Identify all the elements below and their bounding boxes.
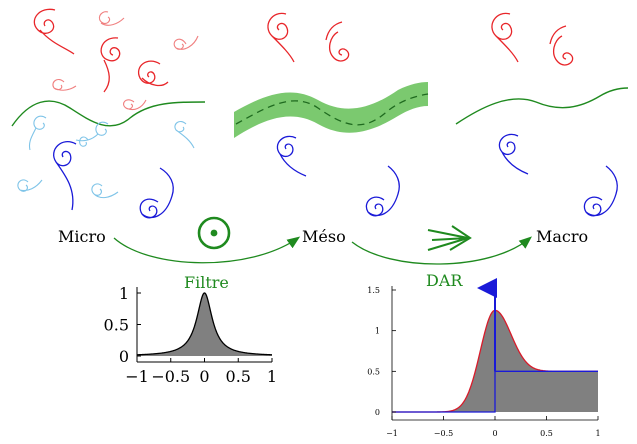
light-red-swirl	[123, 99, 147, 111]
red-swirl	[491, 12, 519, 63]
filter-y-tick-label: 0	[119, 347, 129, 366]
micro-to-meso-arrow	[113, 236, 301, 264]
dar-x-tick-label: 1	[595, 429, 600, 438]
filter-symbol-icon	[197, 216, 231, 250]
filter-kernel-plot: −1−0.5 0 0.5 1 0 0.5 1	[104, 284, 278, 386]
micro-panel	[11, 8, 206, 219]
meso-band	[234, 82, 428, 138]
dar-label: DAR	[426, 271, 463, 290]
light-blue-swirl	[28, 115, 47, 151]
filter-kernel-area	[137, 293, 272, 356]
filter-y-tick-label: 0.5	[104, 316, 129, 335]
filter-kernel-curve	[136, 292, 273, 356]
filter-x-tick-label: 1	[267, 367, 277, 386]
red-swirl	[33, 8, 75, 55]
dar-y-tick-label: 1.5	[367, 286, 380, 295]
light-red-swirl	[98, 11, 125, 26]
micro-label: Micro	[58, 227, 106, 246]
filter-x-tick-label: 0.5	[226, 367, 251, 386]
dar-x-tick-label: −0.5	[434, 429, 453, 438]
light-red-swirl	[173, 35, 199, 50]
light-red-swirl	[52, 79, 77, 91]
blue-swirl	[53, 141, 77, 211]
filter-x-tick-label: −0.5	[151, 367, 190, 386]
blue-swirl	[139, 167, 174, 219]
filter-x-tick-label: 0	[199, 367, 209, 386]
blue-swirl	[498, 133, 529, 175]
light-blue-swirl	[79, 136, 89, 147]
blue-swirl	[276, 135, 307, 177]
macro-green-line	[455, 87, 629, 125]
micro-green-line	[11, 100, 206, 127]
dar-plot: −1 −0.5 0 0.5 1 0 0.5 1 1.5	[367, 278, 601, 438]
dar-step-function	[392, 370, 598, 413]
red-swirl	[325, 21, 350, 62]
light-blue-swirl	[17, 179, 43, 192]
red-swirl	[100, 37, 121, 93]
filter-label: Filtre	[184, 273, 229, 292]
dar-x-tick-label: 0.5	[540, 429, 553, 438]
red-swirl	[137, 60, 169, 87]
macro-label: Macro	[536, 227, 588, 246]
dar-x-tick-label: −1	[386, 429, 398, 438]
dar-y-tick-label: 0.5	[367, 367, 380, 376]
red-swirl	[267, 12, 295, 63]
filter-y-tick-label: 1	[119, 284, 129, 303]
light-blue-swirl	[91, 183, 119, 199]
red-swirl	[549, 25, 574, 66]
blue-swirl	[583, 165, 618, 217]
meso-to-macro-arrow	[351, 236, 532, 265]
meso-label: Méso	[302, 227, 346, 246]
filter-x-tick-label: −1	[125, 367, 149, 386]
meso-dashed-line	[235, 93, 429, 126]
meso-panel	[234, 12, 429, 217]
dar-y-tick-label: 0	[375, 408, 380, 417]
dar-x-tick-label: 0	[492, 429, 497, 438]
dar-y-tick-label: 1	[375, 327, 380, 336]
macro-panel	[455, 12, 629, 217]
dar-arrows-icon	[427, 225, 472, 251]
blue-swirl	[365, 165, 400, 217]
light-blue-swirl	[174, 121, 195, 149]
